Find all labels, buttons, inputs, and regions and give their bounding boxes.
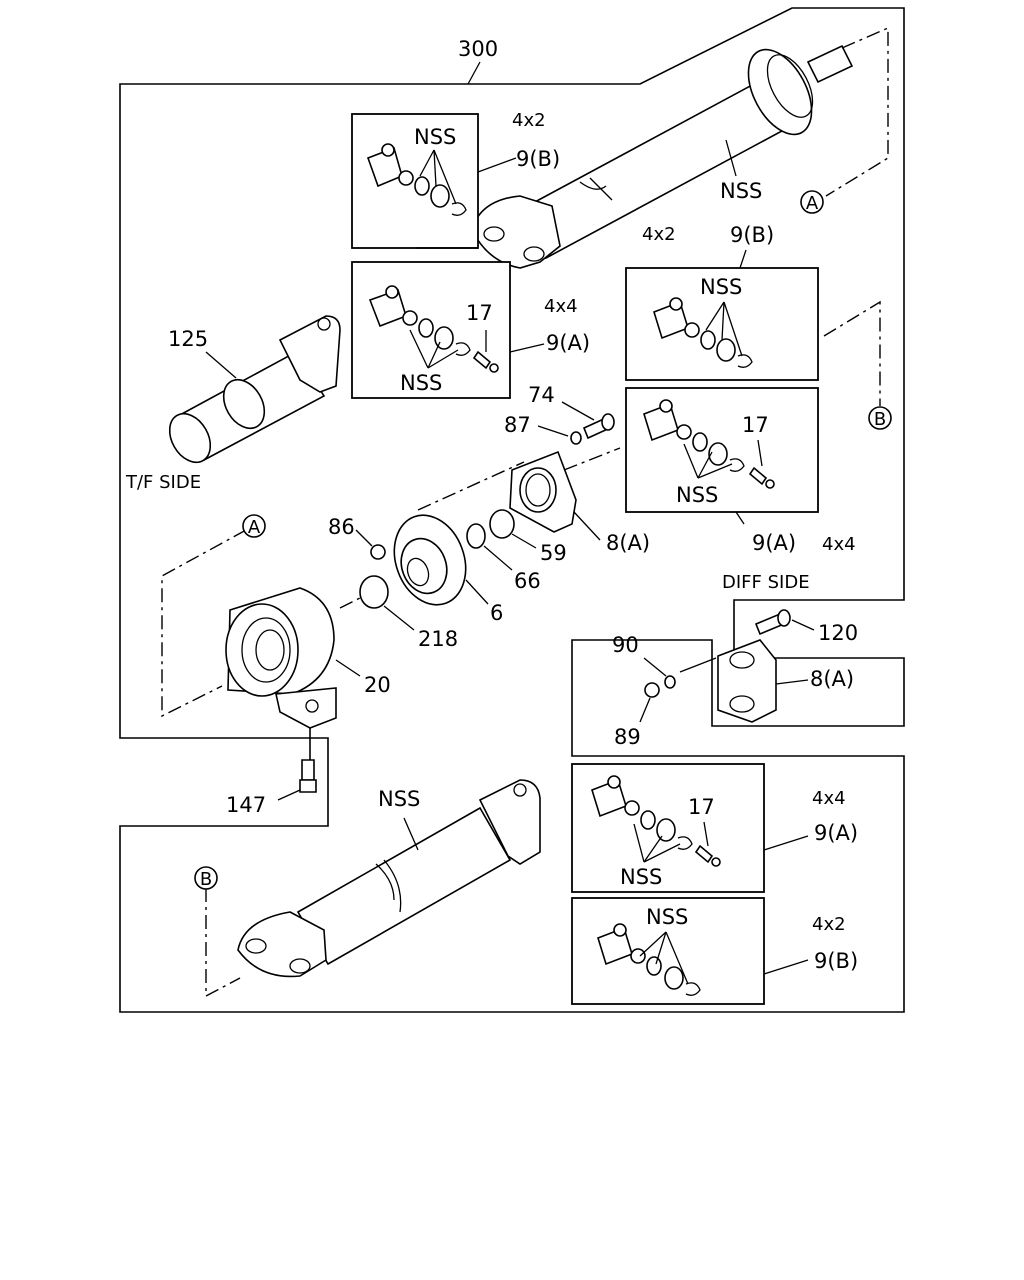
washer-90	[664, 675, 676, 689]
universal-joint-kit-icon-5	[591, 775, 721, 867]
label-8a-b: 8(A)	[810, 667, 854, 691]
label-90: 90	[612, 633, 639, 657]
label-nss-e: NSS	[620, 865, 662, 889]
slip-yoke-125	[168, 315, 341, 464]
label-9a-b: 9(A)	[752, 531, 796, 555]
label-9b-c: 9(B)	[814, 949, 858, 973]
universal-joint-kit-icon-2	[368, 285, 499, 373]
universal-joint-kit-icon-3	[653, 297, 753, 368]
ref-marker-a-left: A	[242, 514, 266, 538]
label-nss-d: NSS	[676, 483, 718, 507]
label-nss-c: NSS	[400, 371, 442, 395]
label-nss-shaft-top: NSS	[720, 179, 762, 203]
label-6: 6	[490, 601, 503, 625]
ref-line-center-washer	[339, 595, 365, 609]
label-nss-a: NSS	[414, 125, 456, 149]
label-66: 66	[514, 569, 541, 593]
washer-87	[570, 431, 582, 445]
nut-86	[370, 544, 386, 560]
label-9b-a: 9(B)	[516, 147, 560, 171]
label-4x2-b: 4x2	[642, 224, 676, 245]
leader-300	[467, 61, 481, 85]
companion-flange-6	[393, 514, 467, 606]
label-17-b: 17	[742, 413, 769, 437]
flange-yoke-8a-diff	[717, 639, 777, 723]
label-nss-b: NSS	[700, 275, 742, 299]
universal-joint-kit-icon	[366, 143, 467, 216]
label-218: 218	[418, 627, 458, 651]
nut-89	[644, 682, 660, 698]
ref-marker-b-right: B	[868, 406, 892, 430]
label-87: 87	[504, 413, 531, 437]
label-86: 86	[328, 515, 355, 539]
label-4x2-c: 4x2	[812, 914, 846, 935]
bolt-147	[299, 759, 317, 793]
svg-text:B: B	[200, 869, 212, 890]
ref-line-center-top	[417, 461, 525, 511]
label-17-c: 17	[688, 795, 715, 819]
collar-59	[489, 509, 515, 539]
label-89: 89	[614, 725, 641, 749]
label-8a-a: 8(A)	[606, 531, 650, 555]
ref-line-a-top	[825, 26, 889, 197]
label-20: 20	[364, 673, 391, 697]
svg-text:B: B	[874, 409, 886, 430]
washer-218	[359, 575, 389, 609]
label-4x2-a: 4x2	[512, 110, 546, 131]
center-bearing-20	[225, 587, 337, 729]
label-9a-a: 9(A)	[546, 331, 590, 355]
ref-line-a-left	[161, 529, 247, 718]
flange-yoke-8a	[509, 450, 577, 533]
rear-propeller-shaft	[237, 779, 541, 978]
label-nss-shaft-bottom: NSS	[378, 787, 420, 811]
svg-text:A: A	[806, 193, 819, 214]
label-120: 120	[818, 621, 858, 645]
snap-ring-66	[466, 523, 486, 549]
kit-box-9b-top	[351, 113, 479, 249]
ref-line-b-left	[205, 888, 241, 998]
label-74: 74	[528, 383, 555, 407]
label-9b-b: 9(B)	[730, 223, 774, 247]
label-300: 300	[458, 37, 498, 61]
label-125: 125	[168, 327, 208, 351]
bolt-120	[754, 609, 791, 636]
label-4x4-b: 4x4	[822, 534, 856, 555]
label-147: 147	[226, 793, 266, 817]
label-4x4-c: 4x4	[812, 788, 846, 809]
label-59: 59	[540, 541, 567, 565]
label-9a-c: 9(A)	[814, 821, 858, 845]
svg-text:A: A	[248, 517, 261, 538]
front-propeller-shaft	[471, 44, 854, 269]
ref-line-b-right	[823, 300, 881, 406]
leader-nss-top	[725, 139, 737, 177]
universal-joint-kit-icon-4	[643, 399, 775, 489]
label-17-a: 17	[466, 301, 493, 325]
ref-marker-a-top: A	[800, 190, 824, 214]
label-nss-f: NSS	[646, 905, 688, 929]
bolt-74	[582, 413, 615, 440]
label-diff-side: DIFF SIDE	[722, 572, 810, 593]
universal-joint-kit-icon-6	[597, 923, 701, 996]
leader-nss-bottom	[403, 817, 419, 851]
label-tf-side: T/F SIDE	[125, 472, 201, 493]
ref-line-center-flange	[563, 447, 621, 471]
assembly-frame	[119, 7, 905, 1013]
ref-marker-b-left: B	[194, 866, 218, 890]
label-4x4-a: 4x4	[544, 296, 578, 317]
